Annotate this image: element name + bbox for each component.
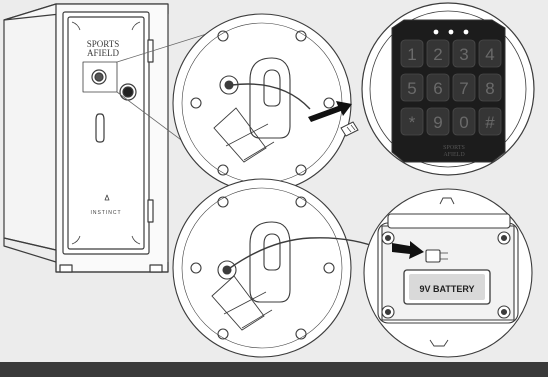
keypad-key-2[interactable]: 2 <box>427 40 449 67</box>
battery-compartment-view <box>364 189 532 357</box>
keypad-key-1[interactable]: 1 <box>401 40 423 67</box>
keypad-key-label: 4 <box>485 45 494 64</box>
keypad-key-label: 7 <box>459 79 468 98</box>
bottom-bar <box>0 362 548 377</box>
keypad-key-label: 0 <box>459 113 468 132</box>
battery-label: 9V BATTERY <box>419 284 474 294</box>
keypad-back-view-bottom <box>173 179 388 357</box>
keypad-key-3[interactable]: 3 <box>453 40 475 67</box>
keypad-key-9[interactable]: 9 <box>427 108 449 135</box>
keypad-brand-line1: SPORTS <box>443 145 465 151</box>
safe-brand-line2: AFIELD <box>87 48 119 58</box>
keypad-key-star[interactable]: * <box>401 108 423 135</box>
keypad-back-view-top <box>173 14 351 192</box>
keypad-key-label: # <box>485 113 495 132</box>
keypad-key-label: 8 <box>485 79 494 98</box>
keypad-key-0[interactable]: 0 <box>453 108 475 135</box>
led-indicator-1 <box>434 30 439 35</box>
keypad-brand-line2: AFIELD <box>443 152 465 158</box>
keypad-key-label: 1 <box>407 45 416 64</box>
keypad-key-hash[interactable]: # <box>479 108 501 135</box>
keypad-key-label: * <box>409 113 416 132</box>
led-indicator-2 <box>449 30 454 35</box>
keypad-key-7[interactable]: 7 <box>453 74 475 101</box>
keypad-key-label: 2 <box>433 45 442 64</box>
keypad-key-label: 5 <box>407 79 416 98</box>
keypad-key-label: 6 <box>433 79 442 98</box>
keypad-key-8[interactable]: 8 <box>479 74 501 101</box>
keypad-key-4[interactable]: 4 <box>479 40 501 67</box>
keypad-key-label: 9 <box>433 113 442 132</box>
keypad-key-6[interactable]: 6 <box>427 74 449 101</box>
keypad-key-label: 3 <box>459 45 468 64</box>
battery-connector <box>426 250 440 262</box>
keypad-key-5[interactable]: 5 <box>401 74 423 101</box>
led-indicator-3 <box>464 30 469 35</box>
safe-model-label: INSTINCT <box>90 210 121 216</box>
